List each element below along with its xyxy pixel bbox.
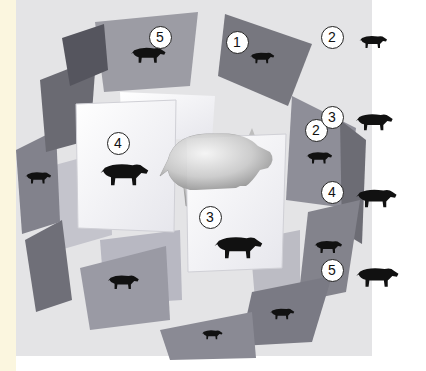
pig-silhouette	[25, 172, 51, 183]
pig-silhouette	[101, 164, 149, 185]
pig-silhouette	[215, 237, 263, 258]
view-plane	[62, 24, 108, 86]
callout-number: 1	[226, 31, 249, 54]
callout-text: 2	[312, 123, 320, 137]
pig-silhouette	[356, 114, 393, 130]
callout-text: 3	[328, 110, 336, 124]
view-plane	[80, 246, 170, 330]
view-plane	[160, 312, 256, 360]
pig-model-front	[160, 134, 273, 190]
pig-silhouette	[250, 53, 274, 64]
callout-number: 5	[321, 259, 344, 282]
pig-silhouette	[108, 275, 139, 289]
callout-text: 1	[233, 35, 241, 49]
callout-number: 3	[321, 106, 344, 129]
view-plane	[76, 100, 176, 232]
pig-silhouette	[306, 152, 332, 163]
pig-silhouette	[202, 330, 223, 339]
callout-text: 2	[328, 30, 336, 44]
margin-strip	[0, 0, 16, 371]
callout-number: 4	[107, 132, 130, 155]
callout-number: 3	[199, 206, 222, 229]
callout-text: 5	[156, 30, 164, 44]
pig-silhouette	[356, 190, 396, 208]
callout-text: 4	[114, 136, 122, 150]
view-plane	[25, 220, 72, 312]
callout-text: 3	[206, 210, 214, 224]
callout-number: 2	[321, 26, 344, 49]
pig-silhouette	[315, 241, 343, 253]
pig-silhouette	[356, 268, 398, 286]
callout-text: 4	[328, 185, 336, 199]
callout-text: 5	[328, 263, 336, 277]
pig-silhouette	[270, 309, 294, 320]
pig-silhouette	[360, 36, 388, 48]
pig-silhouette	[131, 48, 165, 63]
callout-number: 5	[149, 26, 172, 49]
view-plane	[218, 14, 312, 106]
view-plane	[95, 12, 198, 92]
background-panel	[16, 0, 372, 356]
callout-number: 4	[321, 181, 344, 204]
